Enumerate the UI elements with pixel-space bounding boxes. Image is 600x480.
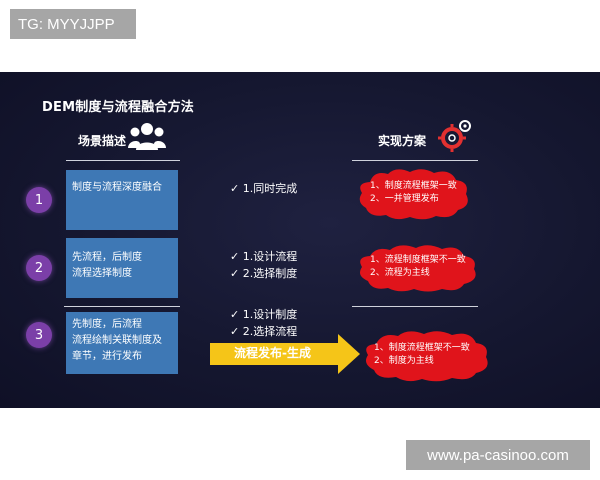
solution-heading: 实现方案 [378,134,427,148]
check-list-1: ✓ 1.同时完成 [230,180,297,197]
people-icon [128,123,166,150]
divider-left-top [66,160,180,161]
check-list-3: ✓ 1.设计制度 ✓ 2.选择流程 [230,306,297,340]
scene-box-line: 制度与流程深度融合 [72,182,162,193]
watermark-top: TG: MYYJJPP [10,9,136,39]
solution-cloud-2: 1、流程制度框架不一致 2、流程为主线 [356,244,480,292]
arrow-label: 流程发布-生成 [234,346,311,360]
solution-cloud-3: 1、制度流程框架不一致 2、制度为主线 [362,330,492,382]
gear-icon [438,120,471,152]
cloud-text-2: 1、流程制度框架不一致 2、流程为主线 [370,255,466,278]
step-number-3: 3 [26,322,52,348]
check-item: ✓ 1.设计流程 [230,250,298,263]
check-item: ✓ 1.同时完成 [230,182,298,195]
divider-right-top [352,160,478,161]
check-item: ✓ 1.设计制度 [230,308,298,321]
solution-cloud-1: 1、制度流程框架一致 2、一并管理发布 [356,168,472,220]
scene-box-1: 制度与流程深度融合 [66,170,178,230]
scene-box-2: 先流程，后制度 流程选择制度 [66,238,178,298]
scene-box-line: 先制度，后流程 [72,319,142,330]
cloud-text-1: 1、制度流程框架一致 2、一并管理发布 [370,181,457,204]
check-item: ✓ 2.选择流程 [230,325,298,338]
step-number-1: 1 [26,187,52,213]
scene-box-line: 流程选择制度 [72,268,132,279]
divider-row2-left [64,306,180,307]
slide: DEM制度与流程融合方法 场景描述 实现方案 1 制度与流程深度融合 ✓ 1.同… [0,72,600,408]
scene-box-line: 章节，进行发布 [72,351,142,362]
scene-box-line: 流程绘制关联制度及 [72,335,162,346]
divider-row2-right [352,306,478,307]
scene-box-line: 先流程，后制度 [72,252,142,263]
watermark-bottom: www.pa-casinoo.com [406,440,590,470]
publish-arrow [210,334,360,374]
check-list-2: ✓ 1.设计流程 ✓ 2.选择制度 [230,248,297,282]
check-item: ✓ 2.选择制度 [230,267,298,280]
scene-box-3: 先制度，后流程 流程绘制关联制度及 章节，进行发布 [66,312,178,374]
slide-title: DEM制度与流程融合方法 [42,100,195,115]
scene-description-heading: 场景描述 [78,134,127,148]
cloud-text-3: 1、制度流程框架不一致 2、制度为主线 [374,343,470,366]
step-number-2: 2 [26,255,52,281]
